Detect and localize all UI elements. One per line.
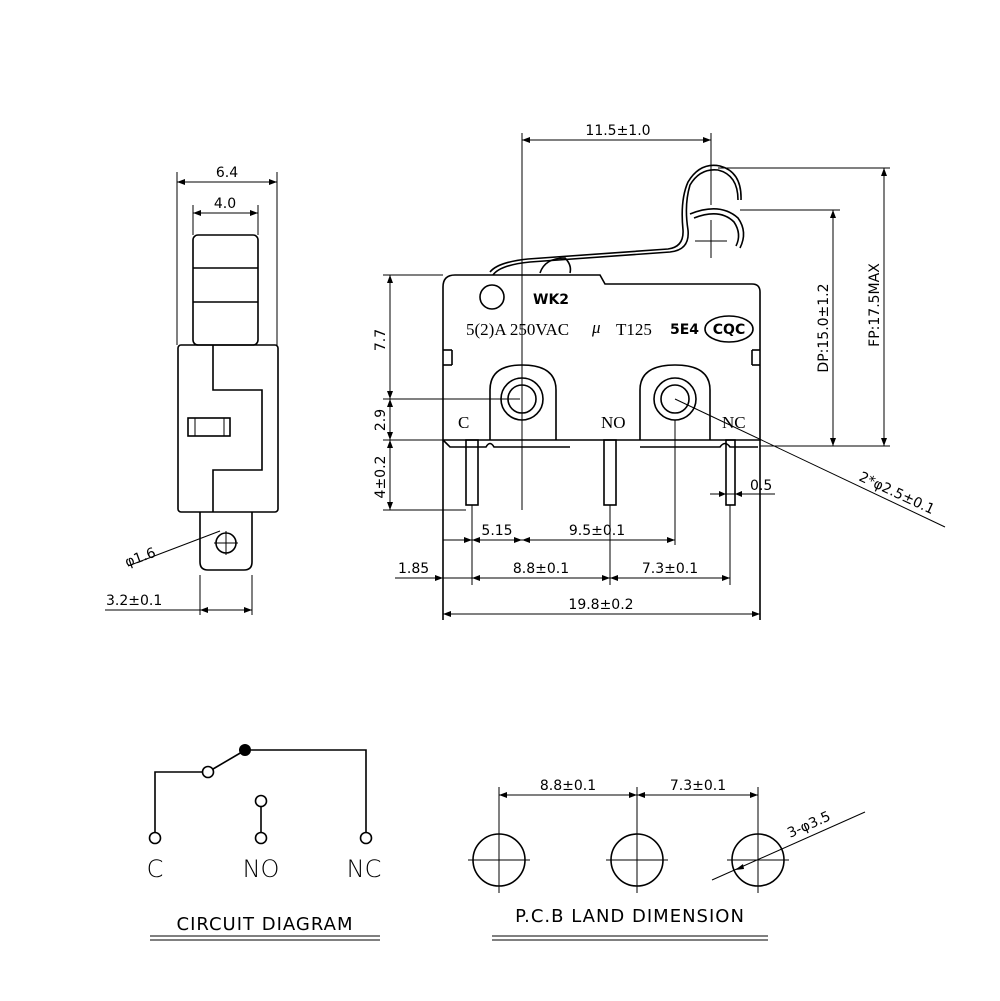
terminal-no bbox=[254, 831, 268, 845]
dim-4-0: 4.0 bbox=[214, 196, 236, 212]
marking-cert: CQC bbox=[713, 322, 745, 338]
terminal-label-no: NO bbox=[601, 413, 626, 432]
pin-no bbox=[603, 439, 617, 506]
pcb-dim-8-8: 8.8±0.1 bbox=[540, 778, 596, 794]
dim-2-9: 2.9 bbox=[373, 409, 389, 431]
dim-5-15: 5.15 bbox=[481, 523, 512, 539]
dim-dp: DP:15.0±1.2 bbox=[816, 283, 832, 372]
marking-mu: μ bbox=[591, 318, 601, 337]
circuit-caption: CIRCUIT DIAGRAM bbox=[177, 914, 354, 935]
pin-nc bbox=[725, 439, 736, 506]
front-body-outline bbox=[442, 274, 761, 441]
front-view: 11.5±1.0 WK2 5(2)A 250VAC μ T125 5E4 CQC… bbox=[373, 123, 946, 620]
pcb-land-dimension: 8.8±0.1 7.3±0.1 3-φ3.5 P.C.B LAND DIMENS… bbox=[468, 778, 866, 941]
dim-19-8: 19.8±0.2 bbox=[568, 597, 633, 613]
common-contact bbox=[239, 744, 251, 756]
dim-7-3: 7.3±0.1 bbox=[642, 561, 698, 577]
side-view: 6.4 4.0 φ1.6 3.2±0.1 bbox=[105, 165, 279, 615]
marking-model: WK2 bbox=[533, 292, 569, 308]
circuit-diagram: C NO NC CIRCUIT DIAGRAM bbox=[147, 744, 382, 941]
dim-8-8: 8.8±0.1 bbox=[513, 561, 569, 577]
side-body-outline bbox=[177, 344, 279, 513]
lever bbox=[492, 168, 739, 276]
pcb-dim-7-3: 7.3±0.1 bbox=[670, 778, 726, 794]
terminal-label-c: C bbox=[458, 413, 469, 432]
terminal-label-nc: NC bbox=[722, 413, 746, 432]
dim-phi-1-6: φ1.6 bbox=[123, 545, 158, 571]
dim-11-5: 11.5±1.0 bbox=[585, 123, 650, 139]
pcb-caption: P.C.B LAND DIMENSION bbox=[515, 906, 745, 927]
marking-temp: T125 bbox=[616, 320, 652, 339]
terminal-nc bbox=[359, 831, 373, 845]
pcb-hole-nc bbox=[731, 833, 785, 887]
dim-7-7: 7.7 bbox=[373, 329, 389, 351]
roller-outline bbox=[192, 234, 259, 346]
cqc-logo bbox=[704, 315, 754, 343]
pcb-hole-no bbox=[610, 833, 664, 887]
marking-rating: 5(2)A 250VAC bbox=[466, 320, 569, 339]
dim-0-5: 0.5 bbox=[750, 478, 772, 494]
circuit-label-c: C bbox=[147, 855, 164, 883]
dim-4-0-2: 4±0.2 bbox=[373, 456, 389, 499]
dim-9-5: 9.5±0.1 bbox=[569, 523, 625, 539]
dim-1-85: 1.85 bbox=[398, 561, 429, 577]
dim-6-4: 6.4 bbox=[216, 165, 238, 181]
terminal-c bbox=[148, 831, 162, 845]
pcb-hole-c bbox=[472, 833, 526, 887]
marking-code: 5E4 bbox=[670, 322, 699, 338]
circuit-label-no: NO bbox=[243, 855, 280, 883]
mounting-mark bbox=[479, 284, 505, 310]
pin-c bbox=[465, 439, 479, 506]
dim-fp: FP:17.5MAX bbox=[867, 263, 883, 347]
circuit-label-nc: NC bbox=[347, 855, 382, 883]
dim-hole-dia: 2*φ2.5±0.1 bbox=[856, 469, 937, 518]
dim-3-2: 3.2±0.1 bbox=[106, 593, 162, 609]
